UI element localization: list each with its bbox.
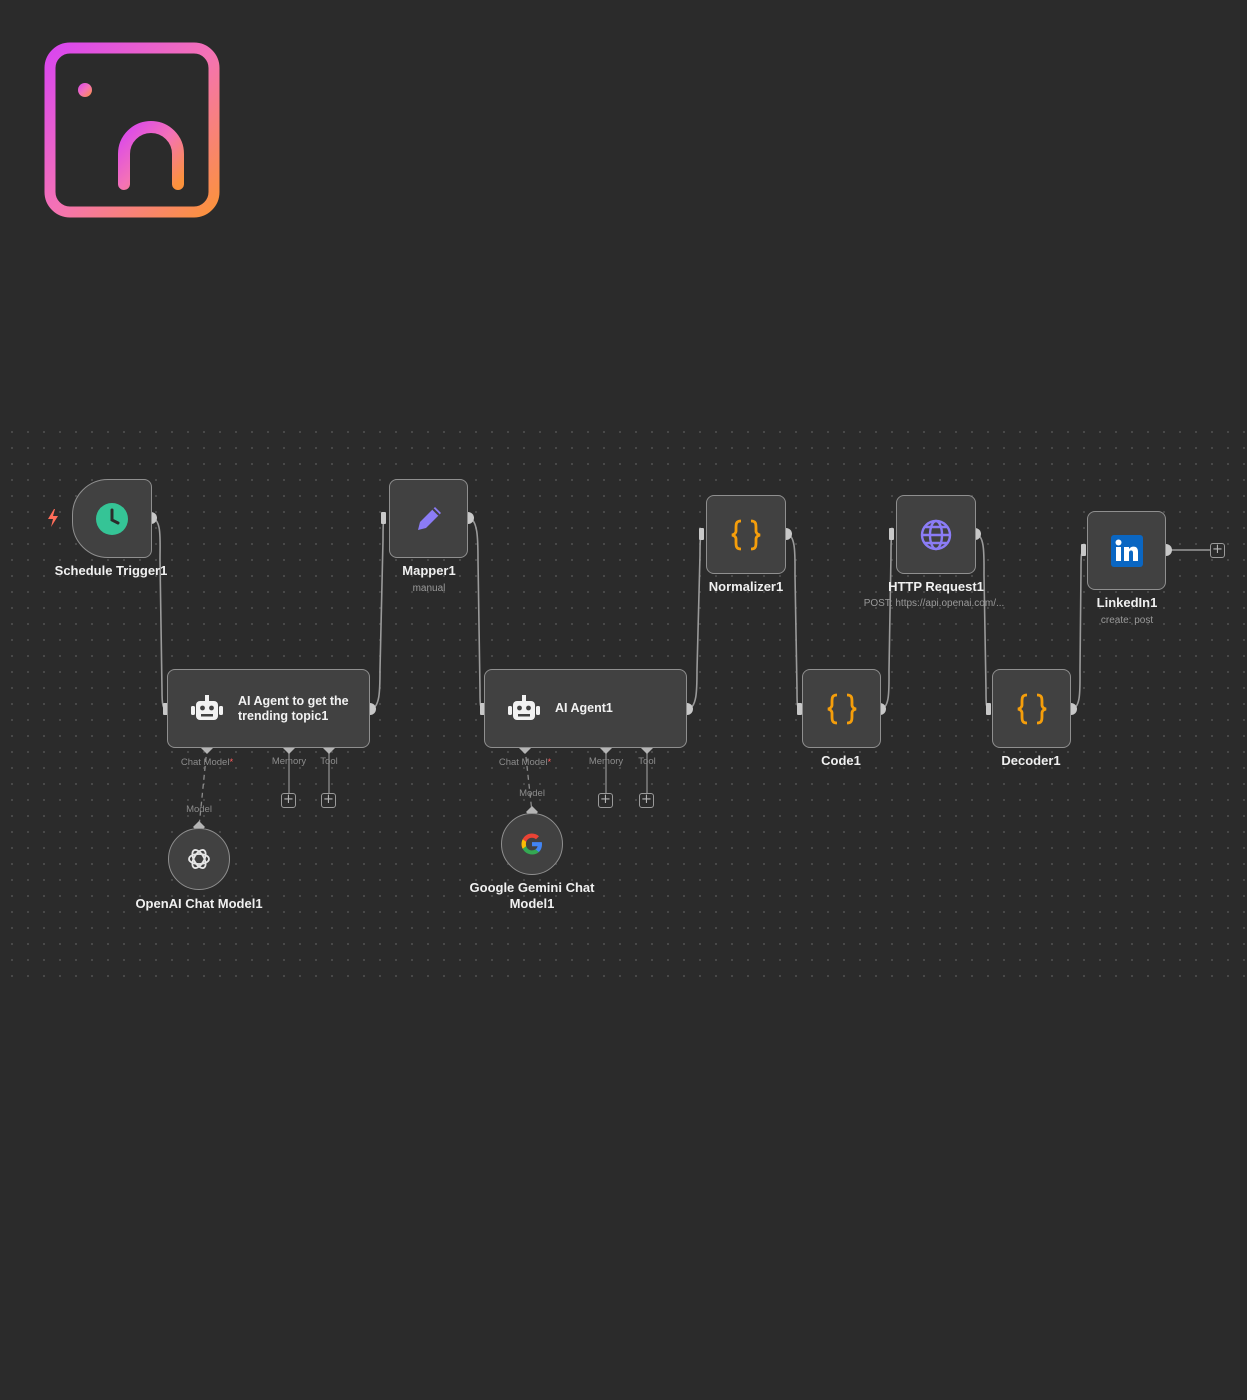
add-tool-button[interactable]: + (639, 793, 654, 808)
robot-icon (191, 694, 223, 720)
code-label: Code1 (821, 753, 861, 768)
openai-icon (188, 849, 210, 869)
code-braces-icon (1017, 693, 1046, 724)
linkedin-icon (1110, 534, 1143, 567)
ai-agent-trending-title: AI Agent to get the trending topic1 (238, 693, 349, 723)
schedule-trigger-label: Schedule Trigger1 (54, 563, 168, 578)
decoder-label: Decoder1 (1001, 753, 1061, 768)
http-request-label: HTTP Request1 (888, 579, 984, 594)
tool-port-label: Tool (638, 756, 656, 767)
openai-chat-model-label: OpenAI Chat Model1 (135, 896, 263, 911)
linkedin-node[interactable] (1087, 511, 1166, 590)
normalizer-label: Normalizer1 (708, 579, 784, 594)
linkedin-subtitle: create: post (1100, 615, 1154, 626)
add-memory-button[interactable]: + (598, 793, 613, 808)
add-next-node-button[interactable]: + (1210, 543, 1225, 558)
gemini-chat-model-label: Google Gemini Chat Model1 (469, 880, 595, 911)
mapper-subtitle: manual (412, 583, 446, 594)
http-request-node[interactable] (896, 495, 976, 574)
schedule-trigger-node[interactable] (72, 479, 152, 558)
model-port-label: Model (519, 788, 545, 799)
pencil-icon (417, 506, 441, 530)
memory-port-label: Memory (588, 756, 624, 767)
mapper-label: Mapper1 (402, 563, 456, 578)
model-port-label: Model (186, 804, 212, 815)
clock-icon (96, 502, 128, 535)
decoder-node[interactable] (992, 669, 1071, 748)
add-memory-button[interactable]: + (281, 793, 296, 808)
tool-port-label: Tool (320, 756, 338, 767)
google-icon (521, 833, 542, 855)
ai-agent1-node[interactable]: AI Agent1 (484, 669, 687, 748)
http-request-subtitle: POST: https://api.openai.com/... (863, 598, 1005, 609)
add-tool-button[interactable]: + (321, 793, 336, 808)
ai-agent-trending-node[interactable]: AI Agent to get the trending topic1 (167, 669, 370, 748)
memory-port-label: Memory (271, 756, 307, 767)
chat-model-port-label: Chat Model* (180, 757, 234, 768)
linkedin-logo-icon (44, 42, 220, 218)
robot-icon (508, 694, 540, 720)
chat-model-port-label: Chat Model* (498, 757, 552, 768)
ai-agent1-title: AI Agent1 (555, 701, 613, 715)
linkedin-label: LinkedIn1 (1096, 595, 1158, 610)
code-braces-icon (731, 519, 761, 550)
code-braces-icon (827, 693, 856, 724)
lightning-bolt-icon (48, 509, 58, 527)
mapper-node[interactable] (389, 479, 468, 558)
gemini-chat-model-node[interactable] (501, 813, 563, 875)
openai-chat-model-node[interactable] (168, 828, 230, 890)
code-node[interactable] (802, 669, 881, 748)
normalizer-node[interactable] (706, 495, 786, 574)
globe-icon (920, 519, 952, 550)
